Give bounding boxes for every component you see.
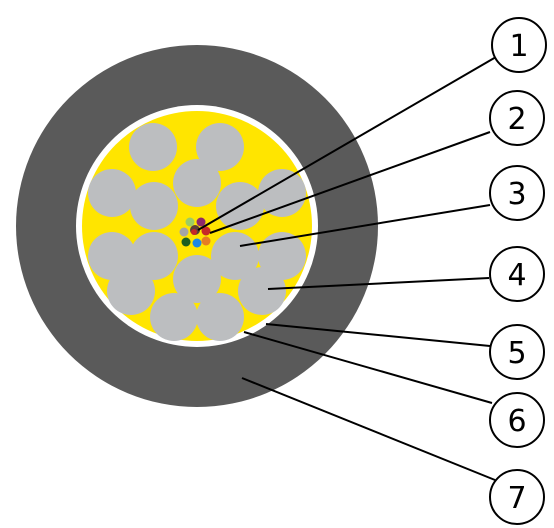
- callout-number: 2: [507, 102, 526, 137]
- callout-number: 5: [507, 336, 526, 371]
- callout-circle: [489, 324, 545, 380]
- leader-line-2: [209, 131, 491, 234]
- callout-number: 3: [507, 177, 526, 212]
- steel-wire: [258, 232, 306, 280]
- steel-wire: [130, 232, 178, 280]
- leader-line-3: [239, 204, 491, 247]
- callout-number: 7: [507, 481, 526, 516]
- callout-4: 4: [489, 246, 545, 302]
- callout-1: 1: [491, 17, 547, 73]
- callout-3: 3: [489, 165, 545, 221]
- steel-wire: [258, 169, 306, 217]
- steel-wire: [173, 255, 221, 303]
- callout-circle: [489, 392, 545, 448]
- callout-circle: [491, 17, 547, 73]
- fiber-core: [192, 238, 202, 248]
- leader-line-1: [197, 56, 497, 231]
- leader-line-4: [267, 277, 490, 290]
- fiber-core: [191, 229, 197, 235]
- callout-6: 6: [489, 392, 545, 448]
- callout-number: 6: [507, 404, 526, 439]
- fiber-core: [201, 226, 211, 236]
- steel-wire: [196, 123, 244, 171]
- steel-wire: [88, 232, 136, 280]
- callout-circle: [489, 246, 545, 302]
- steel-wire: [173, 159, 221, 207]
- callout-number: 1: [509, 29, 528, 64]
- steel-wire: [129, 123, 177, 171]
- leader-lines: [197, 56, 497, 481]
- fiber-bundle: [179, 217, 211, 248]
- callout-7: 7: [489, 469, 545, 525]
- steel-wire: [211, 232, 259, 280]
- callout-group: 1 2 3 4 5 6 7: [489, 17, 547, 525]
- fiber-core: [185, 217, 195, 227]
- steel-wire: [107, 267, 155, 315]
- steel-wire: [130, 182, 178, 230]
- callout-5: 5: [489, 324, 545, 380]
- fiber-core: [181, 237, 191, 247]
- fiber-core: [201, 236, 211, 246]
- callout-circle: [489, 90, 545, 146]
- steel-wire: [196, 293, 244, 341]
- leader-line-5: [265, 323, 491, 347]
- steel-wire: [238, 267, 286, 315]
- callout-number: 4: [507, 258, 526, 293]
- steel-wire: [88, 169, 136, 217]
- fiber-core: [179, 227, 189, 237]
- steel-wire: [150, 293, 198, 341]
- fiber-core: [196, 217, 206, 227]
- leader-line-6: [243, 331, 493, 404]
- callout-2: 2: [489, 90, 545, 146]
- steel-wire-group: [88, 123, 306, 341]
- callout-circle: [489, 165, 545, 221]
- leader-line-7: [241, 377, 496, 481]
- callout-circle: [489, 469, 545, 525]
